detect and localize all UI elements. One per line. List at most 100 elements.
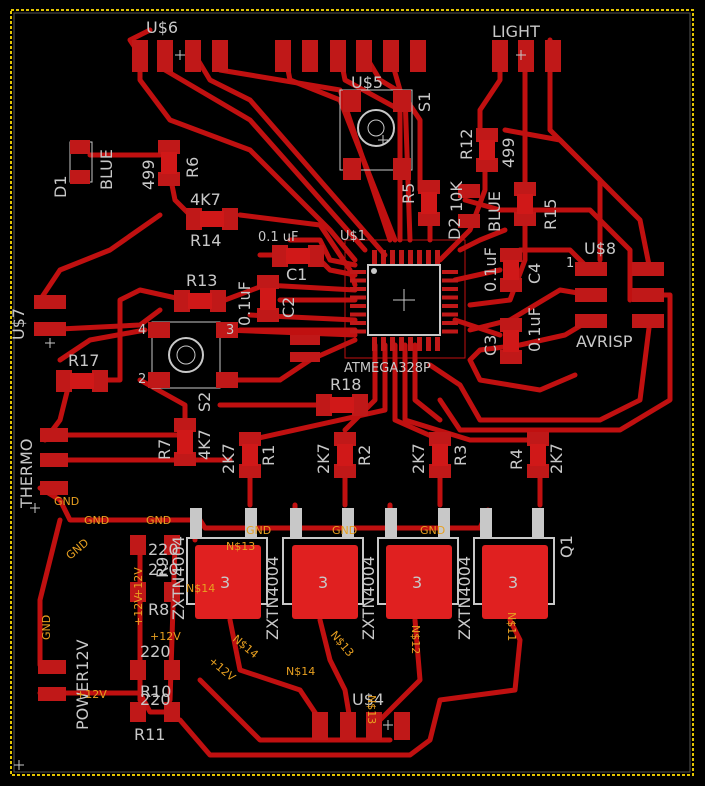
label-c4: C4 [525, 263, 544, 284]
r15-resistor [514, 182, 536, 226]
net-gnd-5: GND [332, 524, 357, 537]
net-12v-b: +12V [132, 567, 145, 598]
mcu-pin [381, 337, 386, 351]
label-r11: R11 [134, 725, 165, 744]
power-header [38, 660, 66, 701]
label-r2: R2 [355, 445, 374, 466]
label-u5: U$5 [351, 73, 383, 92]
label-v4k7a: 4K7 [190, 190, 221, 209]
r5-resistor [418, 180, 440, 226]
mcu-pin [408, 337, 413, 351]
label-r3: R3 [451, 445, 470, 466]
mcu-pin [442, 321, 458, 325]
net-gnd-3: GND [146, 514, 171, 527]
label-d2: D2 [445, 218, 464, 241]
label-v4k7b: 4K7 [195, 429, 214, 460]
mcu-pin [350, 321, 366, 325]
label-r17: R17 [68, 351, 99, 370]
mcu-pin [372, 337, 377, 351]
label-u4: U$4 [352, 690, 384, 709]
label-pin3d: 3 [412, 573, 422, 592]
label-s1: S1 [415, 92, 434, 112]
label-zxtn1: ZXTN4004 [169, 536, 188, 620]
label-r9: R9 [153, 557, 172, 578]
label-v220b: 220 [148, 560, 179, 579]
light-header [492, 40, 561, 72]
label-r10: R10 [140, 682, 171, 701]
mcu-pin [372, 250, 377, 264]
label-v220c: 220 [140, 642, 171, 661]
mcu-pin [350, 278, 366, 283]
r14-resistor [186, 208, 238, 230]
board-outline [10, 9, 694, 776]
net-n14-c: N$14 [286, 665, 315, 678]
label-v10k: 10K [447, 181, 466, 212]
mcu-pin [399, 337, 404, 351]
r17-resistor [56, 370, 108, 392]
mcu-pin [417, 250, 422, 264]
r10-resistor [130, 660, 180, 680]
label-s2: S2 [195, 392, 214, 412]
net-gnd-2: GND [84, 514, 109, 527]
label-zxtn2: ZXTN4004 [263, 556, 282, 640]
net-n14-a: N$14 [186, 582, 215, 595]
label-c1: C1 [286, 265, 307, 284]
mcu-pin [426, 337, 431, 351]
label-pin3c: 3 [318, 573, 328, 592]
u7-header [34, 295, 66, 336]
label-u1: U$1 [340, 229, 366, 244]
mcu-pin [350, 312, 366, 317]
r18-resistor [316, 394, 368, 416]
label-blue1: BLUE [97, 149, 116, 190]
net-gnd-6: GND [420, 524, 445, 537]
net-12v-a: +12V [150, 630, 181, 643]
label-blue2: BLUE [485, 191, 504, 232]
label-r12: R12 [457, 129, 476, 160]
label-v220a: 220 [148, 540, 179, 559]
net-gnd-4: GND [246, 524, 271, 537]
net-n12: N$12 [409, 625, 422, 654]
mcu-pin [435, 337, 440, 351]
mcu-pin [390, 337, 395, 351]
s2-switch [148, 321, 238, 389]
r13-resistor [174, 290, 226, 312]
label-u8: U$8 [584, 239, 616, 258]
label-power: POWER12V [73, 639, 92, 730]
label-r4: R4 [507, 449, 526, 470]
label-r8: R8 [148, 600, 169, 619]
label-pin3e: 3 [508, 573, 518, 592]
label-v2k7c: 2K7 [409, 443, 428, 474]
net-n13-c: N$13 [365, 695, 378, 724]
q-transistor-1 [186, 508, 268, 619]
mcu-pin [442, 312, 458, 317]
label-c2: C2 [279, 297, 298, 318]
avrisp-header [575, 262, 664, 328]
q-transistor-3 [377, 508, 459, 619]
silk-labels: U$6 LIGHT U$5 S1 D1 BLUE 499 R6 R12 499 … [9, 18, 633, 744]
label-v2k7b: 2K7 [314, 443, 333, 474]
label-pin3: 3 [226, 323, 234, 338]
r11-resistor [130, 702, 180, 722]
label-pin4: 4 [138, 323, 146, 338]
r9-resistor [130, 535, 180, 555]
r7-resistor [174, 418, 196, 466]
label-u6: U$6 [146, 18, 178, 37]
r2-resistor [334, 432, 356, 478]
d1-led [69, 140, 93, 184]
label-pin2: 2 [138, 372, 146, 387]
mcu-pin [350, 295, 366, 300]
d2-led [458, 184, 480, 228]
mcu-pin [442, 278, 458, 283]
label-thermo: THERMO [17, 439, 36, 509]
mcu-pin [350, 329, 366, 334]
label-pin3b: 3 [220, 573, 230, 592]
net-12v-c: +12V [132, 595, 145, 626]
mcu-pin [350, 287, 366, 291]
label-light: LIGHT [492, 22, 540, 41]
label-r5: R5 [399, 183, 418, 204]
label-zxtn3: ZXTN4004 [359, 556, 378, 640]
label-avrisp: AVRISP [576, 332, 633, 351]
r3-resistor [429, 432, 451, 478]
label-v499b: 499 [499, 137, 518, 168]
label-c1v: 0.1 uF [258, 230, 299, 245]
